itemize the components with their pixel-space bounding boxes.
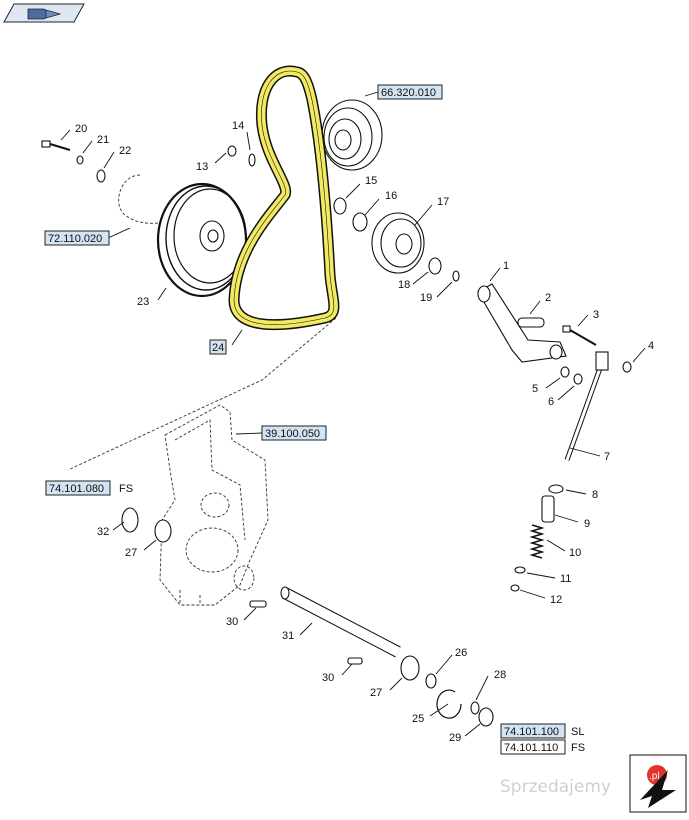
callout-16: 16 xyxy=(385,190,397,202)
callout-4: 4 xyxy=(648,340,654,352)
callout-24: 24 xyxy=(212,342,224,354)
bearing-16 xyxy=(352,212,368,232)
callout-30-lower: 30 xyxy=(322,672,334,684)
nut-4 xyxy=(622,361,632,373)
callout-9: 9 xyxy=(584,518,590,530)
ref-link-74-101-110[interactable]: 74.101.110 xyxy=(500,739,566,755)
callout-20: 20 xyxy=(75,123,87,135)
next-page-icon[interactable] xyxy=(629,754,687,813)
callout-32: 32 xyxy=(97,526,109,538)
callout-29: 29 xyxy=(449,732,461,744)
gearbox-housing-ghost xyxy=(159,404,269,606)
pin-12 xyxy=(510,584,520,592)
ref-label-66-320-010: 66.320.010 xyxy=(381,87,436,99)
callout-28: 28 xyxy=(494,669,506,681)
callout-30-upper: 30 xyxy=(226,616,238,628)
ref-link-66-320-010[interactable]: 66.320.010 xyxy=(377,84,443,100)
leader-lines xyxy=(60,91,646,737)
spacer-22 xyxy=(96,169,106,183)
ref-link-39-100-050[interactable]: 39.100.050 xyxy=(261,425,327,441)
ref-label-74-101-110: 74.101.110 xyxy=(504,742,558,754)
washer-8 xyxy=(548,484,564,494)
main-pulley-23 xyxy=(156,182,248,298)
bushing-18 xyxy=(428,257,442,275)
callout-12: 12 xyxy=(550,594,562,606)
callout-24-badge xyxy=(209,339,227,355)
callout-5: 5 xyxy=(532,383,538,395)
washer-19 xyxy=(452,270,460,282)
bushing-32 xyxy=(121,507,139,533)
callout-1: 1 xyxy=(503,260,509,272)
callout-17: 17 xyxy=(437,196,449,208)
callout-23: 23 xyxy=(137,296,149,308)
callout-21: 21 xyxy=(97,134,109,146)
callout-26: 26 xyxy=(455,647,467,659)
pin-2 xyxy=(517,317,545,328)
callout-2: 2 xyxy=(545,292,551,304)
bearing-27-lower xyxy=(400,655,420,681)
ref-label-74-101-080: 74.101.080 xyxy=(49,483,104,495)
key-30-upper xyxy=(249,600,267,608)
ref-label-39-100-050: 39.100.050 xyxy=(265,428,320,440)
callout-31: 31 xyxy=(282,630,294,642)
nut-13 xyxy=(227,145,237,157)
watermark-badge-text: .pl xyxy=(649,771,660,782)
sleeve-9 xyxy=(541,495,555,523)
ref-suffix-sl: SL xyxy=(571,726,584,738)
callout-13: 13 xyxy=(196,161,208,173)
washer-11 xyxy=(514,566,526,574)
washer-5 xyxy=(560,366,570,378)
back-navigation-icon[interactable] xyxy=(3,3,85,23)
v-belt-24 xyxy=(228,65,340,331)
ref-link-74-101-100[interactable]: 74.101.100 xyxy=(500,723,566,739)
circlip-15 xyxy=(333,197,347,215)
bearing-27-upper xyxy=(154,519,172,543)
spring-10 xyxy=(529,524,545,559)
rear-multi-groove-pulley xyxy=(321,99,383,171)
callout-19: 19 xyxy=(420,292,432,304)
ref-link-74-101-080[interactable]: 74.101.080 xyxy=(45,480,111,496)
callout-3: 3 xyxy=(593,309,599,321)
callout-27-upper: 27 xyxy=(125,547,137,559)
bolt-20 xyxy=(41,140,71,151)
key-30-lower xyxy=(347,657,363,665)
assembly-link-dashed xyxy=(67,317,337,471)
idler-pulley-17 xyxy=(371,212,425,274)
washer-14 xyxy=(248,153,256,167)
callout-14: 14 xyxy=(232,120,244,132)
pin-6 xyxy=(573,373,583,385)
callout-10: 10 xyxy=(569,547,581,559)
callout-7: 7 xyxy=(604,451,610,463)
callout-18: 18 xyxy=(398,279,410,291)
ref-suffix-fs-2: FS xyxy=(571,742,585,754)
ref-label-72-110-020: 72.110.020 xyxy=(48,233,102,245)
washer-21 xyxy=(76,155,84,165)
circlip-25 xyxy=(436,689,462,719)
ref-link-72-110-020[interactable]: 72.110.020 xyxy=(44,230,110,246)
ref-suffix-fs-1: FS xyxy=(119,483,133,495)
washer-28 xyxy=(470,701,480,715)
watermark-text: Sprzedajemy xyxy=(500,777,611,797)
callout-15: 15 xyxy=(365,175,377,187)
washer-26 xyxy=(425,673,437,689)
bolt-3 xyxy=(562,325,597,346)
bearing-29 xyxy=(478,707,494,727)
tensioner-arm-1 xyxy=(477,283,567,363)
callout-22: 22 xyxy=(119,145,131,157)
callout-6: 6 xyxy=(548,396,554,408)
callout-8: 8 xyxy=(592,489,598,501)
tension-rod-7 xyxy=(564,351,609,461)
callout-25: 25 xyxy=(412,713,424,725)
main-shaft-31 xyxy=(280,586,401,658)
callout-27-lower: 27 xyxy=(370,687,382,699)
ref-label-74-101-100: 74.101.100 xyxy=(504,726,559,738)
callout-11: 11 xyxy=(560,573,571,585)
